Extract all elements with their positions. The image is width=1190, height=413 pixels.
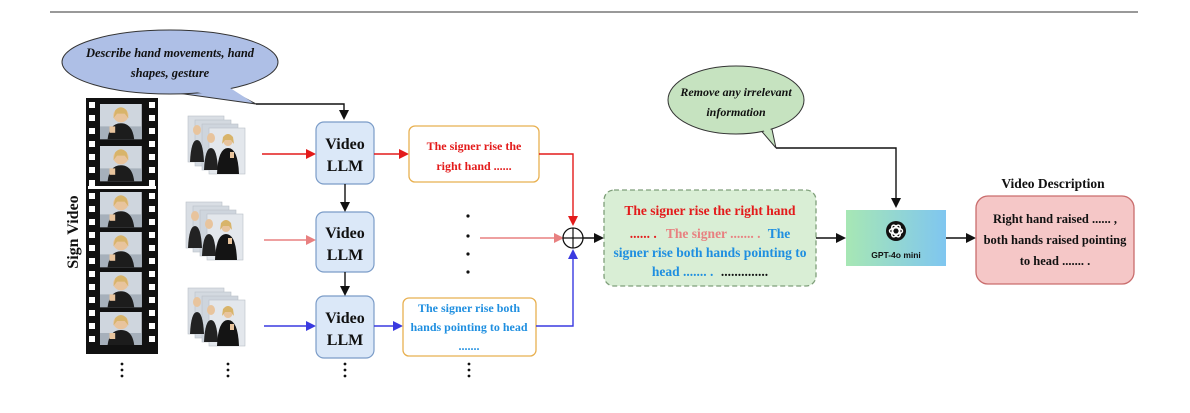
video-description-line2: both hands raised pointing: [984, 233, 1128, 247]
llm1-line2: LLM: [327, 158, 363, 175]
output-top-line2: right hand ......: [436, 159, 511, 173]
middle-ellipsis-dots: [466, 214, 470, 274]
video-frame-stack-icon-2: [185, 201, 244, 261]
combined-line4: head ....... . ..............: [652, 264, 768, 279]
combined-line2-red: ...... .: [630, 226, 657, 241]
sign-video-label: Sign Video: [65, 195, 82, 268]
llm2-line1: Video: [325, 225, 364, 242]
gpt-model-box: GPT-4o mini: [846, 210, 946, 266]
continuation-dots-frames: [226, 362, 230, 378]
continuation-dots-llm: [343, 362, 347, 378]
combined-line4-black: ..............: [721, 264, 768, 279]
combined-line2-blue: The: [768, 226, 791, 241]
llm1-line1: Video: [325, 136, 364, 153]
combined-line3: signer rise both hands pointing to: [614, 245, 807, 260]
prompt-left-arrow: [256, 103, 349, 120]
output-top-box: The signer rise the right hand ......: [408, 125, 540, 183]
gpt-label: GPT-4o mini: [871, 250, 921, 260]
circle-plus-icon: [562, 227, 584, 249]
llm2-line2: LLM: [327, 247, 363, 264]
output-bottom-line1: The signer rise both: [418, 301, 520, 315]
video-description-line1: Right hand raised ...... ,: [993, 212, 1117, 226]
continuation-dots-film: [120, 362, 124, 378]
combined-line1: The signer rise the right hand: [624, 203, 796, 218]
prompt-left-line2: shapes, gesture: [130, 66, 210, 80]
combined-description-box: The signer rise the right hand ...... . …: [603, 189, 817, 287]
output-bottom-line2: hands pointing to head: [410, 320, 527, 334]
prompt-bubble-left: Describe hand movements, hand shapes, ge…: [61, 29, 279, 105]
output-top-line1: The signer rise the: [427, 139, 522, 153]
prompt-left-line1: Describe hand movements, hand: [85, 46, 255, 60]
prompt-right-line1: Remove any irrelevant: [679, 85, 792, 99]
video-frame-stack-icon-3: [187, 287, 246, 347]
llm3-line2: LLM: [327, 332, 363, 349]
video-description-line3: to head ....... .: [1020, 254, 1091, 268]
video-description-box: Right hand raised ...... , both hands ra…: [975, 195, 1135, 285]
openai-logo-icon: [886, 221, 906, 241]
output-bottom-line3: .......: [459, 339, 480, 353]
combined-line2-pink: The signer ....... .: [666, 226, 761, 241]
combined-line4-blue: head ....... .: [652, 264, 714, 279]
prompt-right-line2: information: [706, 105, 766, 119]
combined-line2: ...... . The signer ....... . The: [630, 226, 790, 241]
prompt-bubble-right: Remove any irrelevant information: [667, 65, 805, 149]
video-description-title: Video Description: [1001, 176, 1105, 191]
continuation-dots-output: [467, 362, 471, 378]
video-llm-block-1: Video LLM: [315, 121, 375, 185]
output-bottom-box: The signer rise both hands pointing to h…: [402, 297, 537, 357]
llm3-line1: Video: [325, 310, 364, 327]
video-llm-block-3: Video LLM: [315, 295, 375, 359]
arrow-output-top-to-plus: [539, 153, 578, 226]
prompt-right-arrow: [776, 147, 901, 208]
video-llm-block-2: Video LLM: [315, 211, 375, 273]
film-strip-icon: [86, 98, 158, 354]
arrow-output-bottom-to-plus: [536, 249, 578, 327]
video-frame-stack-icon-1: [187, 115, 246, 175]
